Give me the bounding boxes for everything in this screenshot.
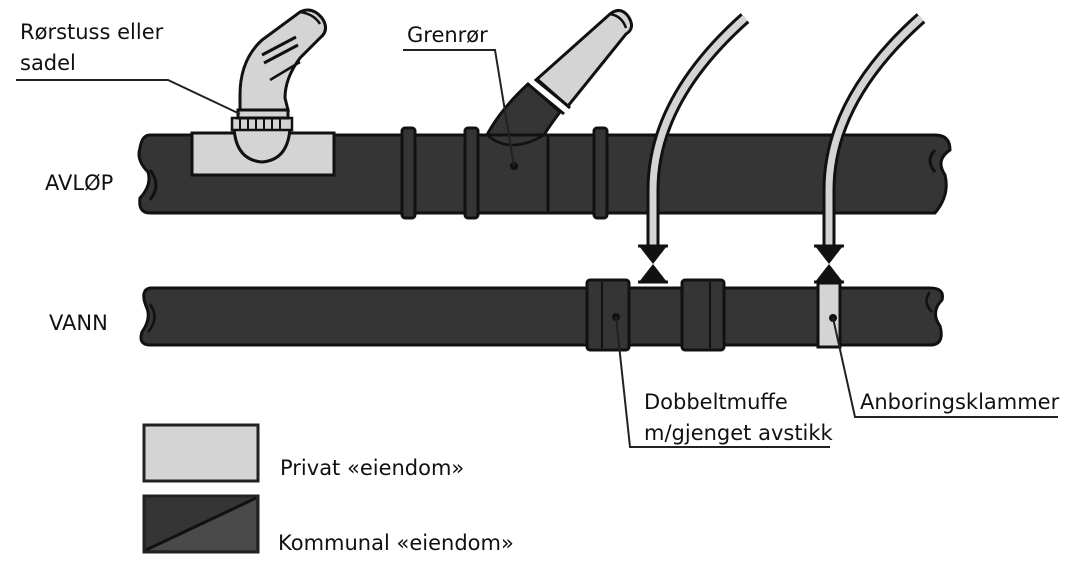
legend-swatch-private — [142, 423, 260, 483]
double-socket-label-line2: m/gjenget avstikk — [644, 421, 834, 445]
double-socket-leader-line — [615, 316, 830, 448]
saddle-leader-line — [16, 79, 241, 115]
tapping-clamp-label: Anboringsklammer — [860, 390, 1060, 414]
saddle-elbow-pipe — [238, 8, 327, 112]
service-pipe-1 — [638, 13, 750, 284]
legend-swatch-municipal — [142, 494, 260, 554]
double-socket — [585, 278, 726, 352]
branch-label: Grenrør — [407, 23, 488, 47]
water-main-pipe — [139, 286, 944, 347]
sewer-couplings — [400, 126, 609, 220]
legend-label-private: Privat «eiendom» — [280, 456, 464, 480]
saddle-label-line2: sadel — [20, 51, 76, 75]
branch-leader-line — [403, 49, 515, 167]
saddle-label-line1: Rørstuss eller — [20, 20, 164, 44]
sewer-main-pipe — [137, 133, 952, 215]
legend: Privat «eiendom» Kommunal «eiendom» — [142, 423, 514, 555]
legend-label-municipal: Kommunal «eiendom» — [278, 531, 514, 555]
double-socket-label-line1: Dobbeltmuffe — [644, 390, 788, 414]
service-pipe-2 — [814, 13, 926, 284]
tapping-clamp-leader-line — [832, 317, 1058, 418]
pipe-saddle — [190, 108, 336, 177]
sewer-label: AVLØP — [45, 171, 113, 195]
water-label: VANN — [49, 311, 108, 335]
branch-pipe — [484, 9, 633, 170]
